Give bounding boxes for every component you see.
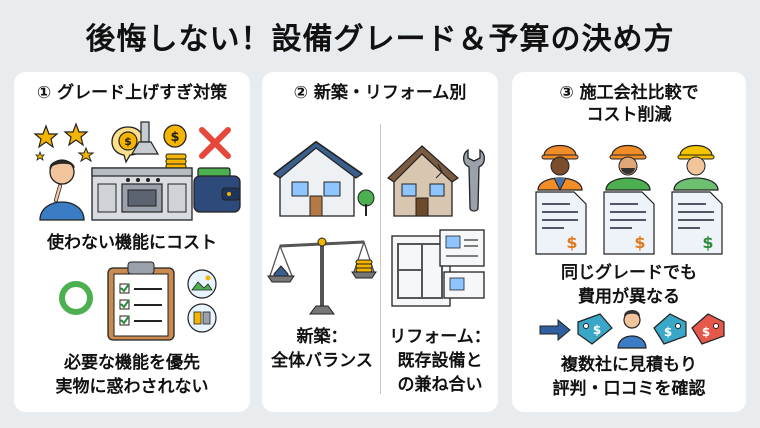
dollar-sign: $ [702, 233, 713, 252]
clipboard-checklist-icon [107, 261, 175, 341]
new-house-icon [272, 140, 375, 217]
estimate-document-icon: $ [603, 191, 655, 255]
card-title-line2: コスト削減 [586, 105, 672, 125]
label-overall-balance: 全体バランス [271, 351, 373, 371]
card-contractor-comparison: ③ 施工会社比較で コスト削減 $ $ [512, 72, 746, 412]
star-icon [33, 122, 95, 163]
image-bubble-icon [187, 269, 217, 333]
worker-icon [605, 144, 651, 191]
dollar-sign: $ [566, 233, 577, 252]
price-tag-icon: $ [653, 313, 687, 345]
card-title: ③ 施工会社比較で [559, 83, 699, 103]
card-title: ① グレード上げすぎ対策 [36, 83, 228, 103]
worker-icon [537, 144, 583, 192]
dollar-sign: $ [702, 325, 710, 339]
label-compatibility: の兼ね合い [397, 375, 483, 395]
svg-text:$: $ [124, 135, 132, 148]
circle-ok-icon [59, 281, 93, 315]
kitchen-icon [91, 167, 193, 221]
person-icon [617, 310, 647, 349]
wallet-icon [193, 167, 241, 213]
range-hood-icon [130, 121, 160, 155]
label-reform: リフォーム： [389, 327, 491, 347]
person-thinking-icon [39, 159, 85, 221]
wrench-icon [462, 148, 486, 212]
cross-icon [199, 127, 231, 159]
card-grade-measures: ① グレード上げすぎ対策 $ $ [14, 72, 250, 412]
dollar-sign: $ [593, 323, 601, 337]
price-tag-icon: $ [577, 313, 613, 345]
balance-scale-icon [267, 237, 377, 315]
worker-icon [673, 144, 719, 191]
dollar-sign: $ [634, 233, 645, 252]
divider [380, 124, 381, 394]
old-house-icon [387, 145, 459, 217]
arrow-right-icon [539, 318, 571, 342]
price-tag-icon: $ [691, 313, 725, 345]
caption-not-misled: 実物に惑わされない [55, 377, 209, 397]
floor-plan-icon [391, 229, 485, 307]
estimate-document-icon: $ [671, 191, 723, 255]
label-new-build: 新築： [296, 327, 348, 347]
caption-prioritize: 必要な機能を優先 [64, 353, 200, 373]
caption-check-reviews: 評判・口コミを確認 [552, 379, 706, 399]
caption-unused-features: 使わない機能にコスト [47, 233, 217, 253]
caption-same-grade: 同じグレードでも [561, 263, 697, 283]
dollar-sign: $ [664, 325, 672, 339]
caption-multiple-quotes: 複数社に見積もり [561, 355, 697, 375]
caption-different-cost: 費用が異なる [578, 287, 680, 307]
page-title: 後悔しない！設備グレード＆予算の決め方 [85, 22, 675, 57]
card-title: ② 新築・リフォーム別 [293, 83, 467, 103]
card-new-vs-reform: ② 新築・リフォーム別 新築： 全体バランス [262, 72, 498, 412]
svg-text:$: $ [170, 130, 179, 145]
estimate-document-icon: $ [535, 191, 587, 255]
label-existing-equipment: 既存設備と [397, 351, 483, 371]
